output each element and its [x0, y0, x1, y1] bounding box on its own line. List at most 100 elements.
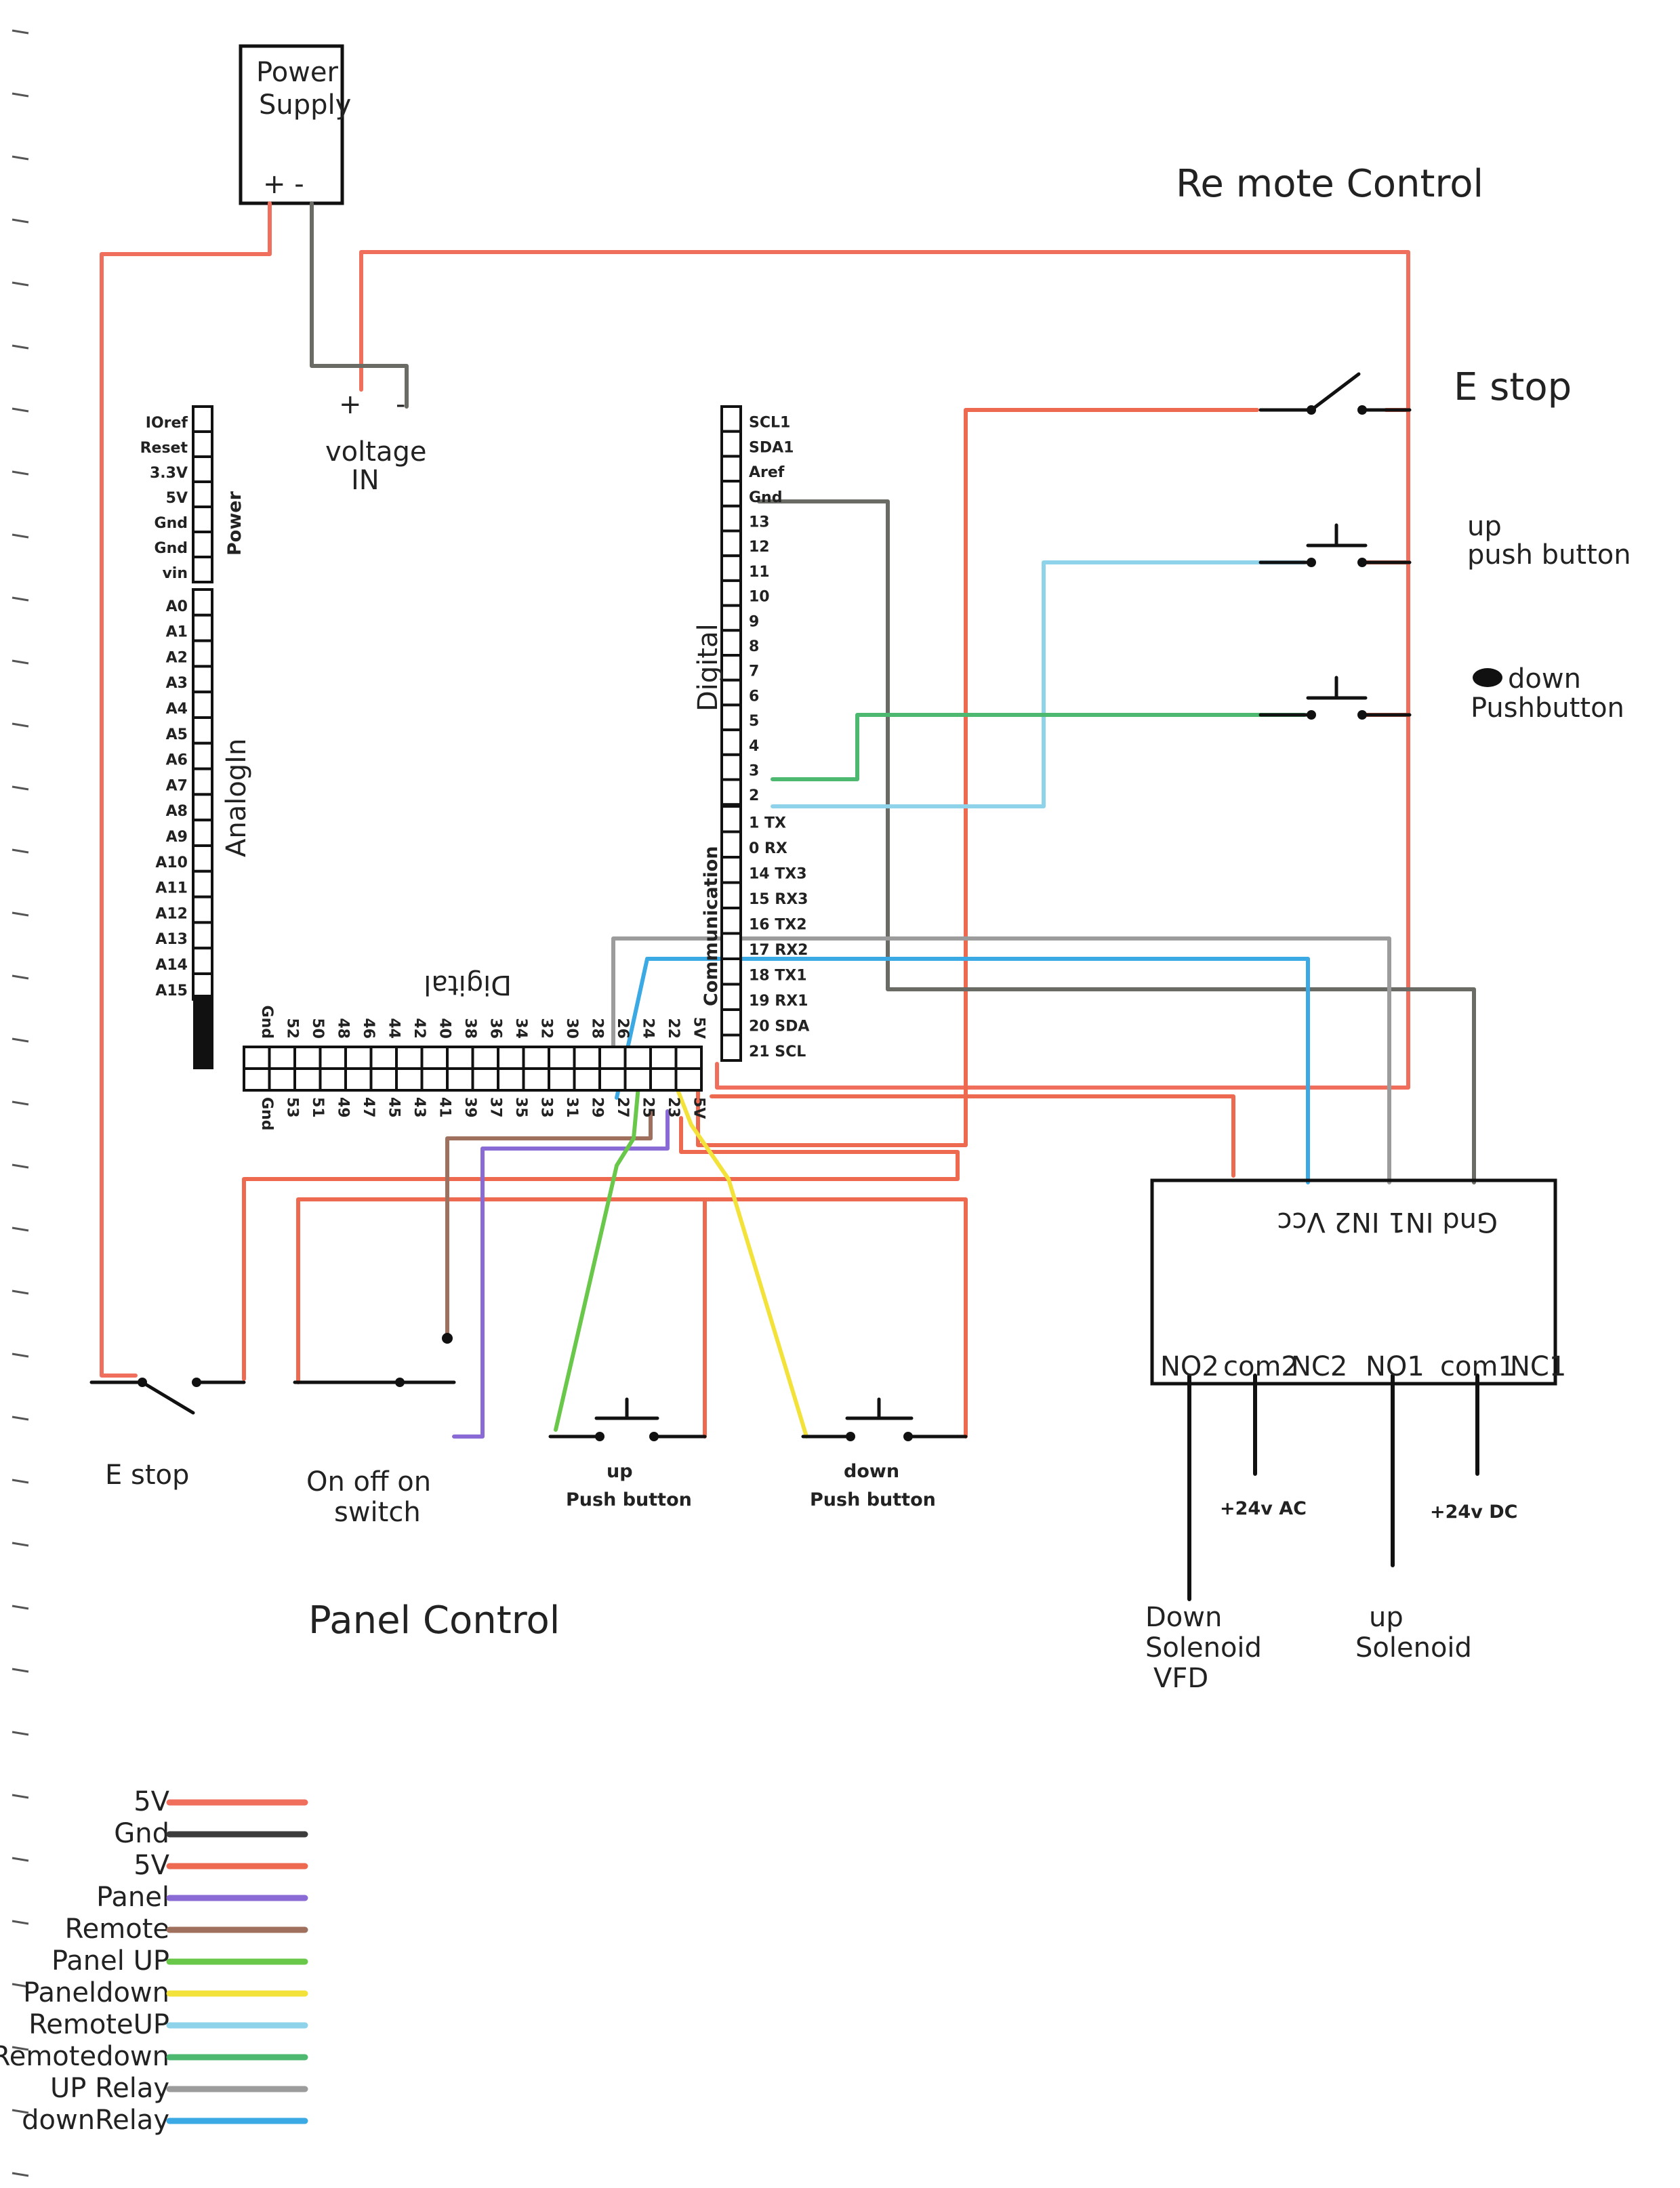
binder-mark: [12, 1857, 29, 1862]
header-pin-label: 5V: [166, 490, 188, 507]
header-pin: [649, 1046, 678, 1070]
wire-panel-up: [554, 1062, 642, 1432]
relay-top-pins: Gnd IN1 IN2 Vcc: [1277, 1206, 1498, 1237]
header-pin: [548, 1046, 576, 1070]
header-pin-label: Reset: [140, 440, 188, 457]
header-pin-label: SCL1: [749, 415, 790, 432]
header-pin: [192, 613, 213, 642]
header-pin-label: 19 RX1: [749, 993, 808, 1010]
header-pin-label: A13: [155, 931, 188, 948]
wire-5v-panel-onoff: [296, 1197, 968, 1439]
header-pin-label: 5V: [690, 1097, 707, 1119]
header-pin-label: A14: [155, 957, 188, 974]
relay-supply-dc: +24v DC: [1430, 1502, 1517, 1523]
arduino-bottom-digital-header: GndGnd5253505148494647444542434041383936…: [243, 1006, 707, 1130]
header-pin: [623, 1046, 652, 1070]
header-pin-label: 25: [639, 1097, 656, 1118]
header-pin-label: 13: [749, 514, 770, 531]
header-pin: [319, 1046, 347, 1070]
header-pin: [720, 579, 742, 607]
panel-down-label-2: Push button: [810, 1489, 936, 1510]
header-pin-label: 31: [563, 1097, 580, 1118]
analog-header-label: AnalogIn: [221, 739, 252, 857]
header-pin-label: A8: [166, 803, 188, 820]
header-pin-label: 33: [537, 1097, 554, 1118]
header-pin: [720, 430, 742, 458]
remote-up-pushbutton: [1258, 523, 1412, 567]
panel-estop-switch: [89, 1378, 246, 1415]
binder-mark: [12, 1163, 29, 1169]
header-pin: [720, 907, 742, 935]
legend-label: Panel UP: [52, 1945, 169, 1977]
remote-control-title: Re mote Control: [1176, 162, 1483, 206]
header-pin: [720, 480, 742, 508]
header-pin: [192, 455, 213, 483]
relay-pin-label: NC2: [1291, 1351, 1347, 1382]
voltage-in-plus: +: [339, 389, 362, 420]
header-pin: [720, 856, 742, 884]
binder-mark: [12, 1289, 29, 1295]
relay-supply-ac: +24v AC: [1220, 1498, 1307, 1519]
header-pin: [319, 1067, 347, 1092]
binder-mark: [12, 470, 29, 476]
header-pin: [192, 844, 213, 873]
header-pin: [674, 1067, 703, 1092]
remote-up-label-2: push button: [1467, 539, 1631, 571]
wire-gnd-psu-voltage-in: [310, 201, 409, 409]
panel-control-title: Panel Control: [308, 1598, 560, 1643]
binder-mark: [12, 1605, 29, 1610]
binder-mark: [12, 659, 29, 665]
header-pin: [720, 983, 742, 1011]
header-pin: [192, 716, 213, 745]
legend-label: Remote: [65, 1914, 169, 1945]
header-pin: [471, 1067, 499, 1092]
header-pin: [344, 1046, 373, 1070]
header-pin: [720, 805, 742, 833]
binder-mark: [12, 1037, 29, 1043]
voltage-in-label-1: voltage: [325, 436, 426, 468]
header-pin: [192, 921, 213, 950]
wire-down-relay: [615, 957, 1310, 1184]
header-pin-label: A15: [155, 983, 188, 999]
panel-onoff-label-2: switch: [334, 1497, 421, 1528]
header-pin-label: Gnd: [258, 1006, 275, 1039]
binder-mark: [12, 1668, 29, 1673]
header-pin-label: 50: [309, 1018, 326, 1039]
header-pin: [720, 405, 742, 433]
header-pin: [293, 1046, 322, 1070]
legend-label: Remotedown: [0, 2041, 169, 2072]
bottom-digital-label: Digital: [424, 969, 512, 1000]
header-pin: [720, 654, 742, 682]
wire-remote: [445, 1109, 653, 1340]
header-pin-label: 37: [487, 1097, 504, 1118]
binder-mark: [12, 533, 29, 539]
header-pin: [720, 778, 742, 806]
binder-mark: [12, 407, 29, 413]
binder-mark: [12, 974, 29, 980]
header-pin-label: A0: [166, 598, 188, 615]
header-pin: [720, 604, 742, 632]
header-pin-label: A4: [166, 701, 188, 718]
relay-pin-label: NC1: [1510, 1351, 1566, 1382]
header-pin-label: 36: [487, 1018, 504, 1039]
panel-onoff-label-1: On off on: [306, 1466, 431, 1498]
header-pin: [192, 741, 213, 770]
binder-mark: [12, 1542, 29, 1547]
header-pin: [192, 665, 213, 694]
header-pin: [344, 1067, 373, 1092]
wire-5v-relay-vcc: [710, 1094, 1235, 1178]
header-pin-label: A7: [166, 777, 188, 794]
header-pin: [720, 504, 742, 533]
relay-pin-label: NO1: [1366, 1351, 1425, 1382]
header-pin: [649, 1067, 678, 1092]
header-pin: [268, 1067, 296, 1092]
header-pin-label: 24: [639, 1018, 656, 1039]
header-pin-label: Gnd: [155, 515, 188, 532]
power-supply-title-1: Power: [256, 57, 338, 88]
header-pin: [573, 1067, 601, 1092]
binder-mark: [12, 596, 29, 602]
header-pin: [497, 1046, 525, 1070]
header-pin: [720, 728, 742, 756]
